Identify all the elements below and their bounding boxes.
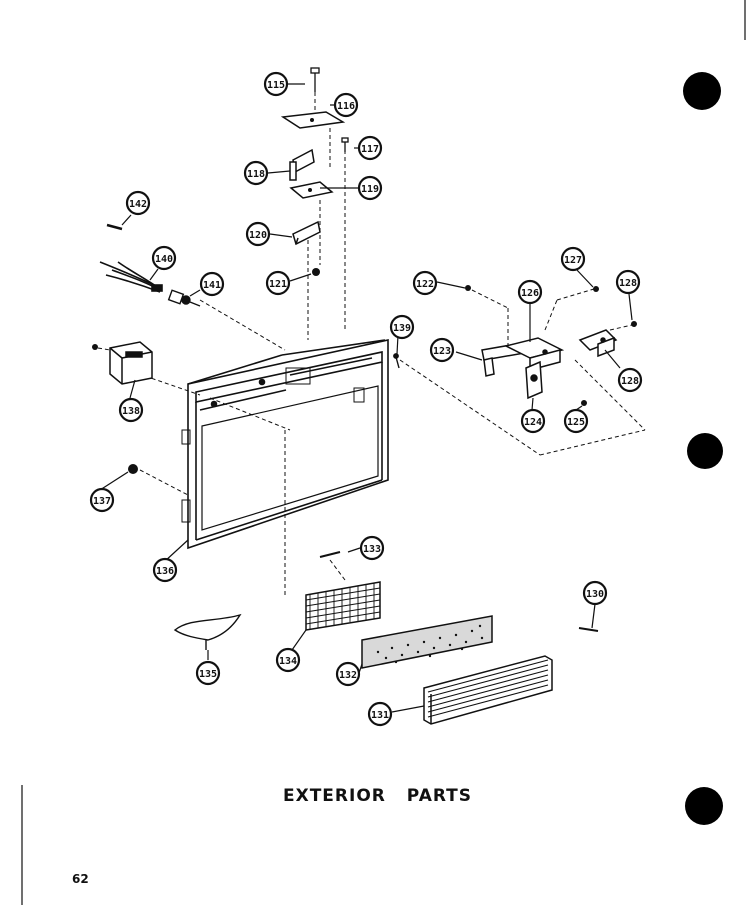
callout-leaders: [99, 83, 633, 713]
callout-label-116: 116: [337, 101, 355, 112]
callout-132: [335, 661, 361, 687]
callout-140: [151, 245, 177, 271]
callout-117: [357, 135, 383, 161]
callout-label-128-top: 128: [619, 278, 637, 289]
assembly-leader-lines: [97, 92, 646, 595]
callout-label-120: 120: [249, 230, 267, 241]
part-128-hinge: [578, 329, 618, 358]
callout-label-131: 131: [371, 710, 389, 721]
part-118-bracket: [289, 148, 315, 181]
callout-137: [89, 487, 115, 513]
part-117-screw: [341, 137, 349, 152]
callout-label-136: 136: [156, 566, 174, 577]
binder-hole-top: [683, 72, 721, 110]
callout-numbers: 115 116 117 118 119 120 121 142 140 141 …: [93, 80, 639, 721]
callout-128-top: [615, 269, 641, 295]
part-136-front-frame: [181, 339, 389, 550]
part-135-clip: [173, 613, 242, 650]
part-122-nut: [465, 285, 471, 291]
callout-label-128-bottom: 128: [621, 376, 639, 387]
part-141-fitting: [167, 289, 201, 307]
part-140-wire-harness: [99, 261, 163, 293]
page-number: 62: [72, 872, 89, 886]
callout-label-118: 118: [247, 169, 265, 180]
part-130-rod: [578, 627, 599, 632]
callout-label-142: 142: [129, 199, 147, 210]
callout-label-117: 117: [361, 144, 379, 155]
callout-123: [429, 337, 455, 363]
callout-141: [199, 271, 225, 297]
part-131-louver-panel: [423, 655, 553, 725]
callout-label-133: 133: [363, 544, 381, 555]
callout-label-140: 140: [155, 254, 173, 265]
part-138-screw: [92, 344, 98, 350]
callout-label-139: 139: [393, 323, 411, 334]
callout-label-123: 123: [433, 346, 451, 357]
callout-119: [357, 175, 383, 201]
callout-bubbles: [89, 71, 643, 727]
callout-label-132: 132: [339, 670, 357, 681]
callout-142: [125, 190, 151, 216]
part-125-screw: [581, 400, 587, 406]
callout-label-138: 138: [122, 406, 140, 417]
callout-116: [333, 92, 359, 118]
callout-label-126: 126: [521, 288, 539, 299]
callout-label-137: 137: [93, 496, 111, 507]
diagram-caption: EXTERIOR PARTS: [282, 786, 473, 806]
callout-label-130: 130: [586, 589, 604, 600]
callout-label-141: 141: [203, 280, 221, 291]
part-132-filter: [361, 615, 493, 669]
callout-130: [582, 580, 608, 606]
part-134-grille: [305, 581, 381, 631]
binder-hole-middle: [687, 433, 723, 469]
callout-138: [118, 397, 144, 423]
callout-122: [412, 270, 438, 296]
callout-126: [517, 279, 543, 305]
part-138-switch: [109, 341, 153, 385]
callout-118: [243, 160, 269, 186]
callout-134: [275, 647, 301, 673]
callout-label-127: 127: [564, 255, 582, 266]
callout-label-121: 121: [269, 279, 287, 290]
callout-125: [563, 408, 589, 434]
part-121-nut: [312, 268, 320, 276]
callout-115: [263, 71, 289, 97]
callout-135: [195, 660, 221, 686]
callout-label-134: 134: [279, 656, 297, 667]
part-127-nut: [593, 286, 599, 292]
callout-139: [389, 314, 415, 340]
callout-label-135: 135: [199, 669, 217, 680]
callout-120: [245, 221, 271, 247]
callout-131: [367, 701, 393, 727]
callout-127: [560, 246, 586, 272]
callout-133: [359, 535, 385, 561]
part-133-screw: [319, 551, 341, 558]
callout-124: [520, 408, 546, 434]
callout-label-124: 124: [524, 417, 542, 428]
part-137-nut: [128, 464, 138, 474]
callout-label-122: 122: [416, 279, 434, 290]
part-124-latch: [525, 360, 543, 400]
callout-136: [152, 557, 178, 583]
binder-hole-bottom: [685, 787, 723, 825]
part-120-bracket: [292, 220, 321, 246]
part-128-screw: [631, 321, 637, 327]
callout-label-125: 125: [567, 417, 585, 428]
callout-121: [265, 270, 291, 296]
part-142-pin: [106, 223, 123, 231]
callout-label-115: 115: [267, 80, 285, 91]
part-139-screw: [393, 353, 400, 369]
callout-label-119: 119: [361, 184, 379, 195]
callout-128-bottom: [617, 367, 643, 393]
part-115-screw: [310, 67, 320, 92]
